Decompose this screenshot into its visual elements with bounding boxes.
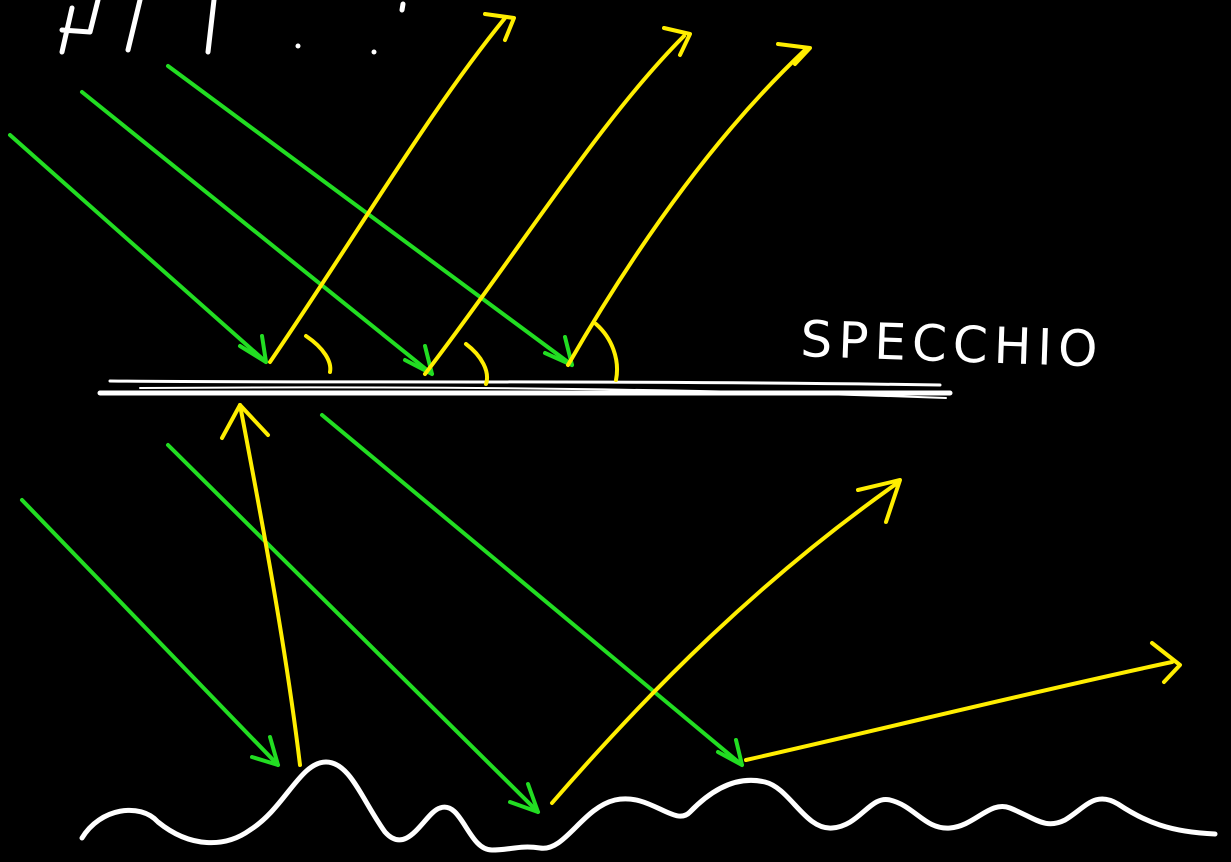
reflected-arrow-5 xyxy=(550,478,902,805)
reflected-arrow-2 xyxy=(423,26,692,376)
incident-arrow-4 xyxy=(20,498,280,767)
reflected-arrow-4 xyxy=(220,403,302,767)
angle-arc-icon xyxy=(304,334,333,374)
reflected-arrow-1 xyxy=(268,12,516,364)
mirror-surface xyxy=(97,379,953,399)
reflected-arrow-6 xyxy=(744,641,1182,762)
angle-arc-icon xyxy=(594,322,619,382)
mirror-label: SPECCHIO xyxy=(800,310,1105,379)
angle-arcs xyxy=(304,322,619,386)
incident-arrow-3 xyxy=(166,64,574,367)
angle-arc-icon xyxy=(464,342,489,386)
reflected-rays-mirror xyxy=(268,12,812,376)
reflected-rays-rough xyxy=(220,403,1182,805)
incident-arrow-2 xyxy=(80,90,434,376)
incident-arrow-6 xyxy=(320,413,744,767)
rough-surface xyxy=(79,759,1218,853)
incident-rays-rough xyxy=(20,413,744,814)
handwritten-fragment xyxy=(59,0,406,55)
incident-arrow-5 xyxy=(166,443,540,814)
reflected-arrow-3 xyxy=(566,42,812,367)
incident-rays-mirror xyxy=(8,64,574,376)
incident-arrow-1 xyxy=(8,133,268,364)
